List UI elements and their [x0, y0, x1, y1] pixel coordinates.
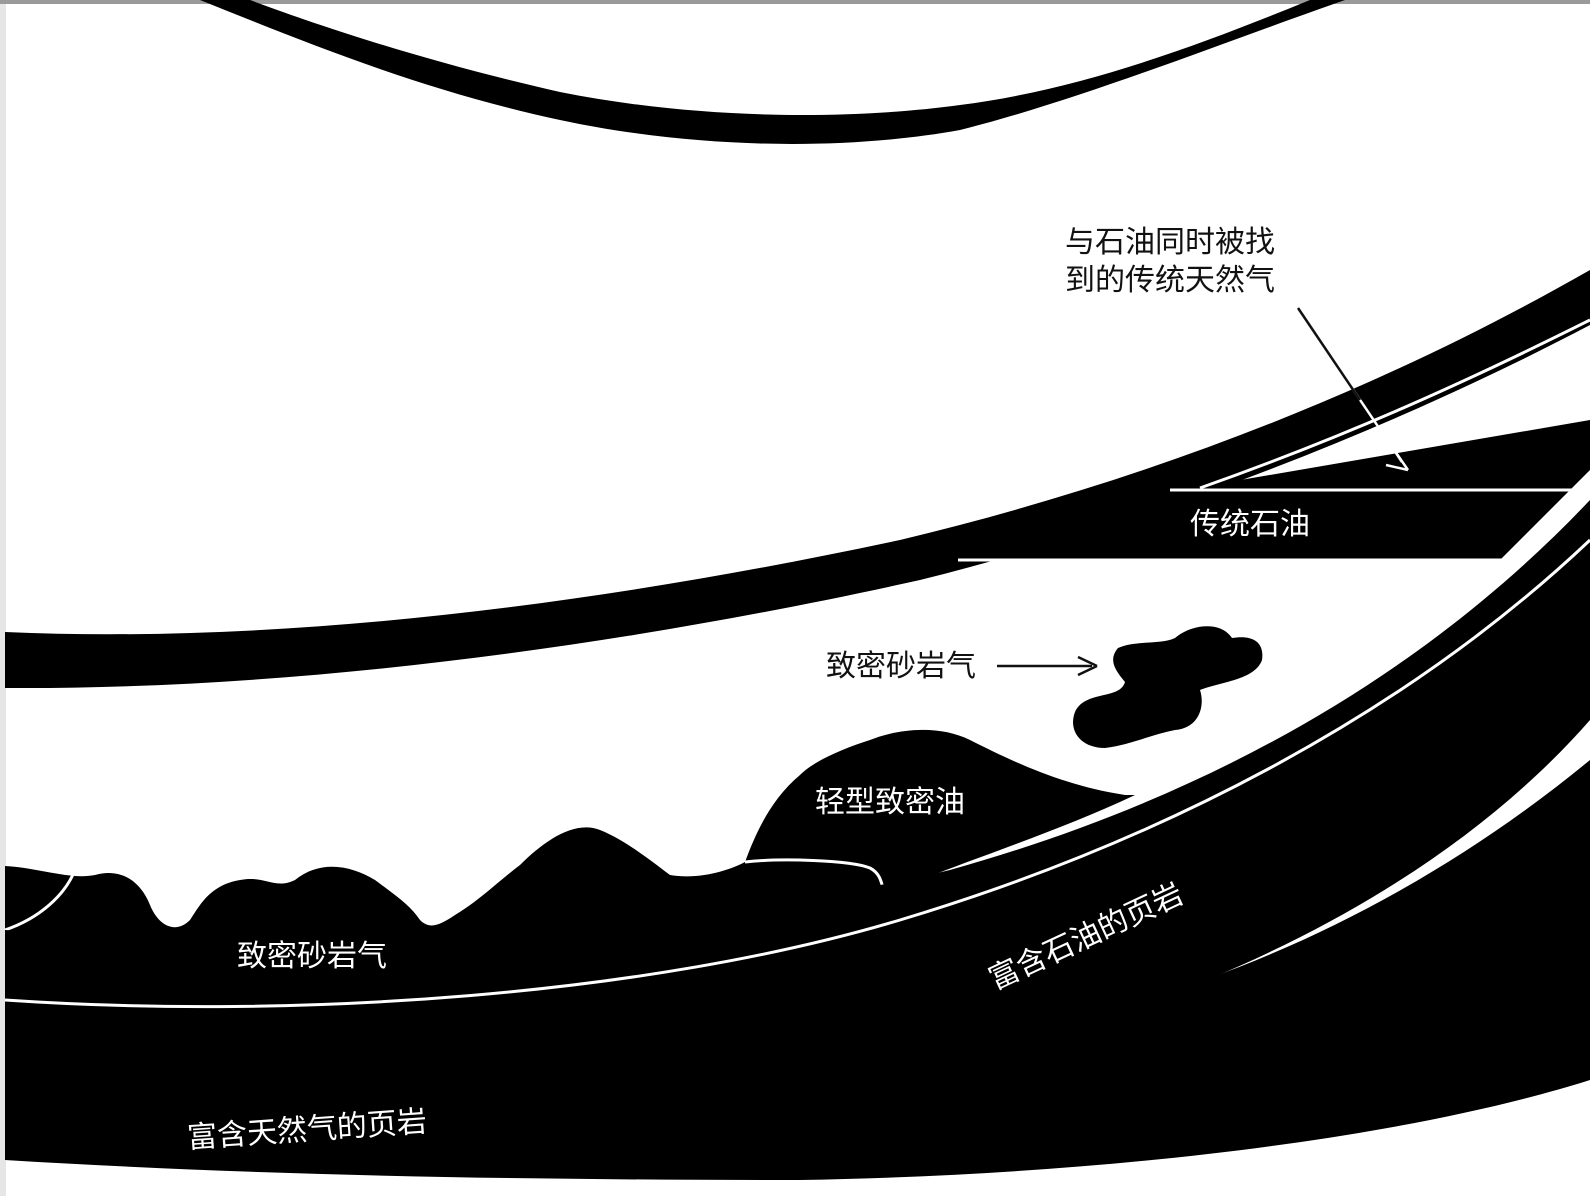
conventional-gas-label-line2: 到的传统天然气	[1065, 263, 1275, 298]
tight-sand-gas-layer-label: 致密砂岩气	[237, 939, 387, 974]
shale-top-boundary-line	[4, 538, 1590, 1009]
conventional-gas-layer	[5, 270, 1590, 689]
left-gas-boundary-outline	[4, 869, 77, 932]
gas-oil-boundary-line	[1199, 318, 1590, 490]
light-tight-oil-label: 轻型致密油	[815, 785, 965, 820]
conventional-gas-label-line1: 与石油同时被找	[1065, 225, 1275, 260]
gas-rich-shale-layer	[5, 760, 1590, 1180]
oil-rich-shale-layer	[5, 500, 1590, 1093]
tight-sand-gas-pocket-arrow-head	[1077, 655, 1098, 677]
coalbed-methane-layer	[200, 0, 1345, 144]
top-scan-edge	[0, 0, 1590, 4]
conventional-gas-arrow-line-outline	[1296, 307, 1362, 401]
conventional-gas-arrow-head	[1385, 443, 1410, 472]
conventional-oil-label: 传统石油	[1190, 507, 1310, 542]
scan-edge	[0, 0, 6, 1196]
tight-sand-gas-pocket	[1073, 626, 1263, 748]
tight-sand-gas-pocket-label: 致密砂岩气	[826, 649, 976, 684]
